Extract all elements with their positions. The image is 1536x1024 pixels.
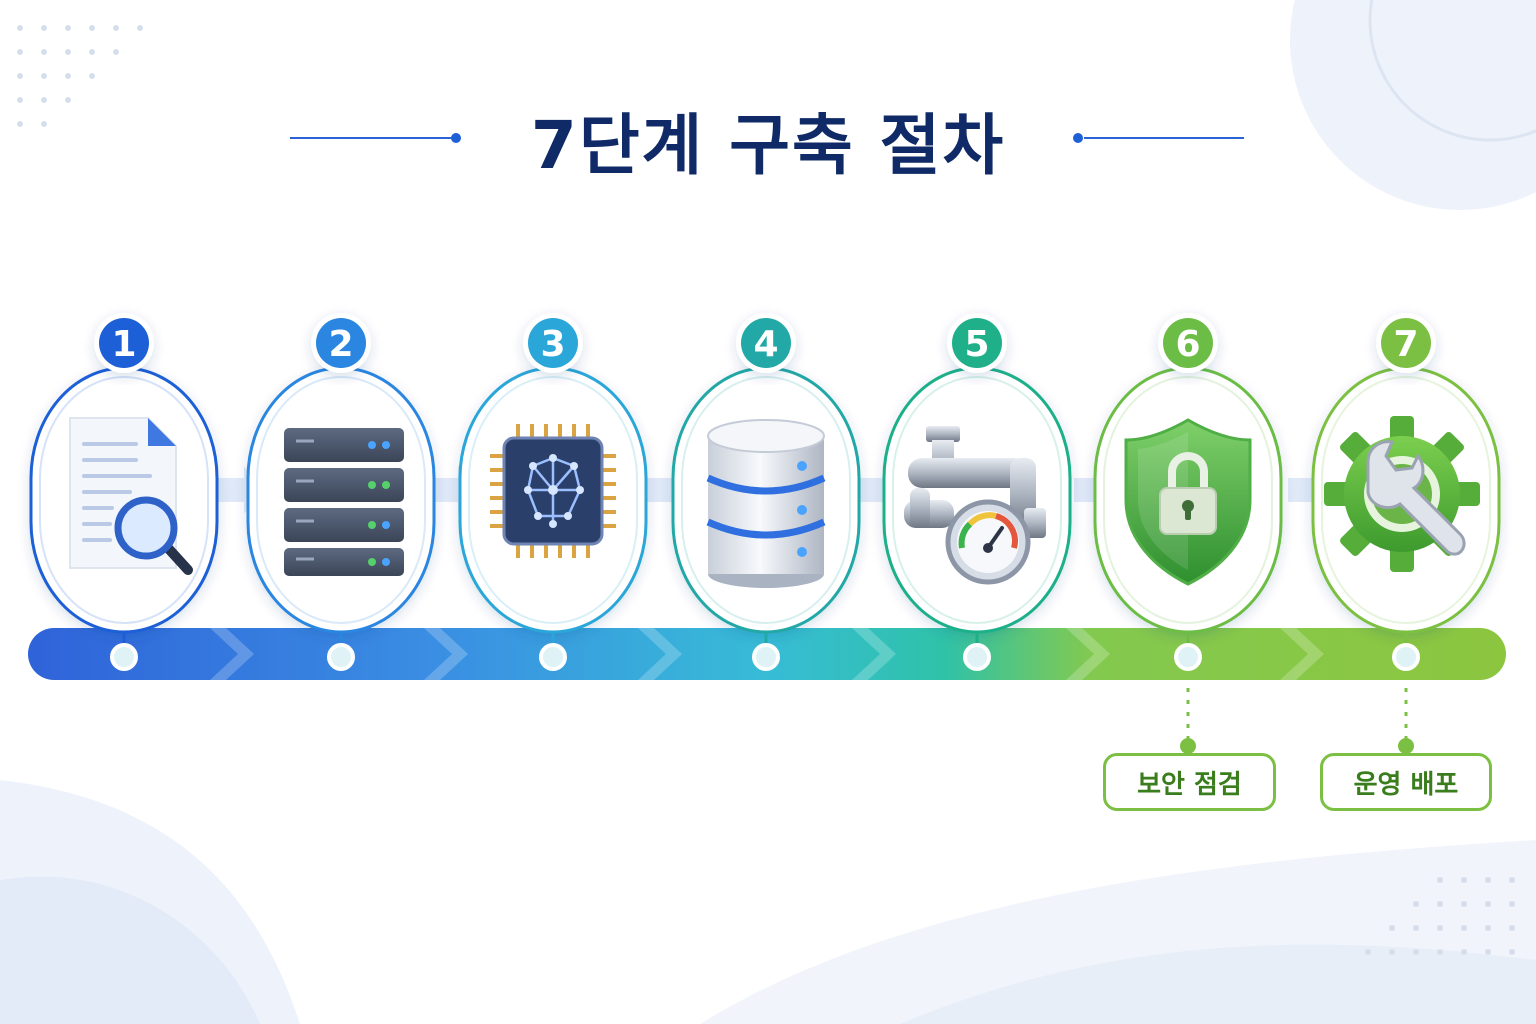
step-7-bar-node (1392, 643, 1420, 671)
step-2-card-inner (256, 376, 426, 624)
step-6-label: 보안 점검 (1103, 753, 1276, 811)
step-6-bar-node (1174, 643, 1202, 671)
step-1-number: 1 (111, 324, 136, 365)
step-7-label: 운영 배포 (1320, 753, 1492, 811)
step-5-number: 5 (964, 324, 989, 365)
step-5-card-inner (892, 376, 1062, 624)
step-2-number: 2 (328, 324, 353, 365)
step-1-bar-node (110, 643, 138, 671)
step-3-number: 3 (540, 324, 565, 365)
gear-wrench-icon (1324, 416, 1480, 572)
step-2-badge (316, 318, 366, 368)
step-1-badge (99, 318, 149, 368)
page-title: 7단계 구축 절차 (530, 107, 1006, 184)
pipeline-gauge-icon (904, 426, 1046, 585)
title-decoration (290, 133, 1244, 143)
step-6-card-inner (1103, 376, 1273, 624)
step-4-bar-node (752, 643, 780, 671)
step-7-badge (1381, 318, 1431, 368)
document-search-icon (69, 417, 193, 575)
security-shield-lock-icon (1124, 418, 1252, 586)
step-2-bar-node (327, 643, 355, 671)
step-6-number: 6 (1175, 324, 1200, 365)
step-3-bar-node (539, 643, 567, 671)
step-5-bar-node (963, 643, 991, 671)
step-6-badge (1163, 318, 1213, 368)
step-4-badge (741, 318, 791, 368)
server-rack-icon (284, 428, 404, 576)
step-4-number: 4 (753, 324, 778, 365)
step-7-card-inner (1321, 376, 1491, 624)
label-connectors (1180, 688, 1414, 754)
step-3-badge (528, 318, 578, 368)
step-4-card-inner (681, 376, 851, 624)
database-icon (706, 419, 826, 588)
step-7-number: 7 (1393, 324, 1418, 365)
step-3-card-inner (468, 376, 638, 624)
ai-chip-icon (490, 424, 616, 558)
step-1-card-inner (39, 376, 209, 624)
step-5-badge (952, 318, 1002, 368)
